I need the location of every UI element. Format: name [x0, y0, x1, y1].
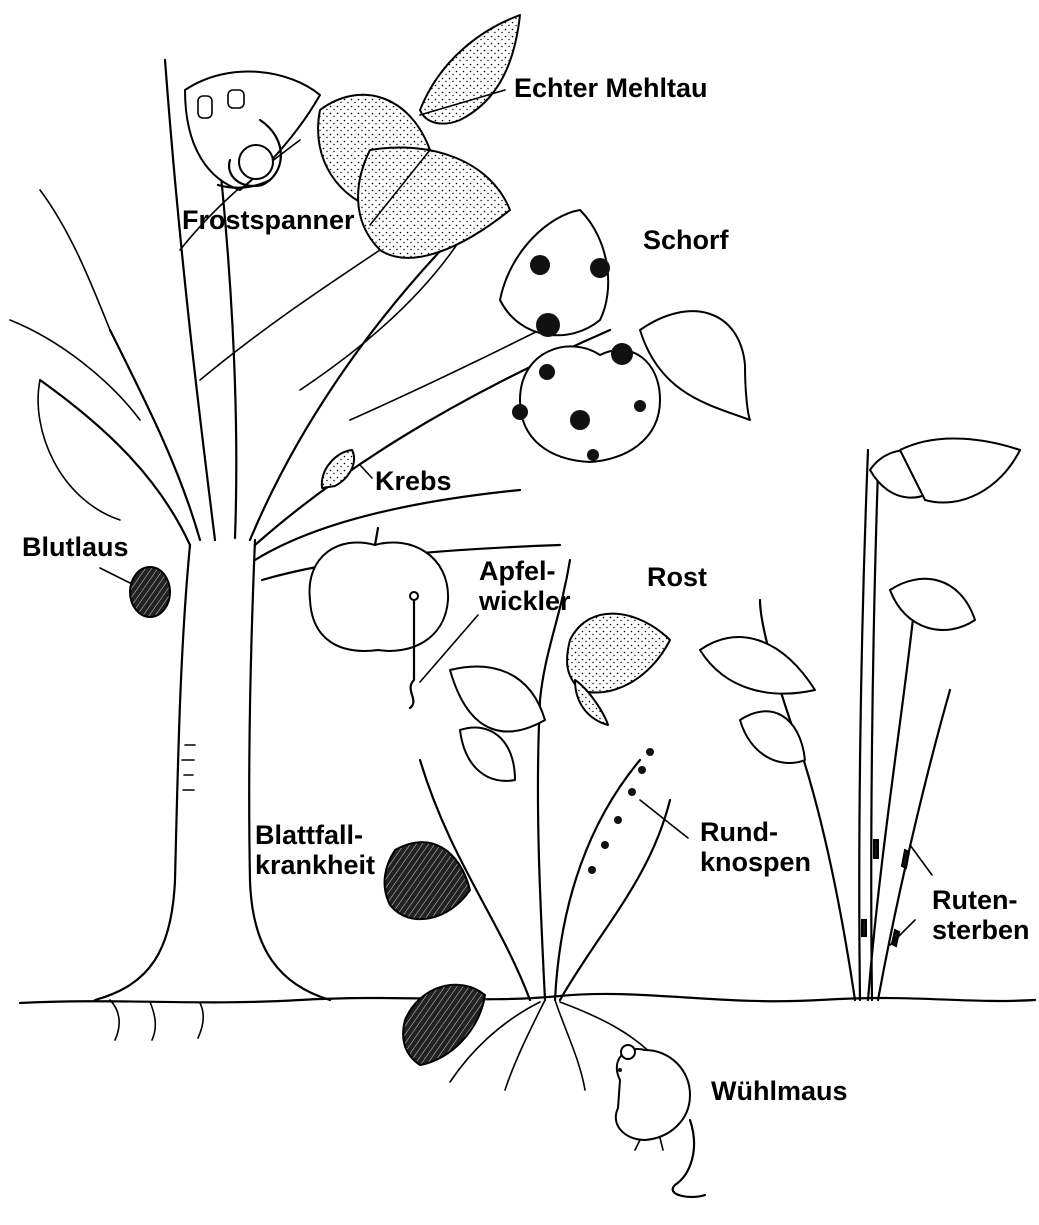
label-leaf-drop-line2: krankheit: [255, 850, 375, 880]
label-codling-moth-line2: wickler: [479, 586, 571, 616]
label-leaf-drop-disease: Blattfall- krankheit: [255, 820, 375, 880]
round-buds: [588, 748, 654, 874]
label-codling-moth-line1: Apfel-: [479, 556, 571, 586]
canker-lesion: [322, 450, 372, 488]
label-codling-moth: Apfel- wickler: [479, 556, 571, 616]
winter-moth-leaf: [185, 71, 320, 190]
label-round-buds: Rund- knospen: [700, 817, 811, 877]
label-vole: Wühlmaus: [711, 1076, 848, 1106]
label-round-buds-line2: knospen: [700, 847, 811, 877]
label-scab: Schorf: [643, 225, 729, 255]
apple-tree-trunk: [95, 540, 330, 1040]
label-woolly-aphid: Blutlaus: [22, 532, 129, 562]
label-cane-blight-line2: sterben: [932, 915, 1030, 945]
label-leaf-drop-line1: Blattfall-: [255, 820, 375, 850]
label-cane-blight: Ruten- sterben: [932, 885, 1030, 945]
label-cane-blight-line1: Ruten-: [932, 885, 1030, 915]
label-winter-moth: Frostspanner: [182, 205, 355, 235]
label-round-buds-line1: Rund-: [700, 817, 811, 847]
label-canker: Krebs: [375, 466, 452, 496]
woolly-aphid-colony: [100, 567, 170, 617]
bramble-plant: [385, 560, 688, 1090]
vole: [616, 1045, 705, 1197]
label-powdery-mildew: Echter Mehltau: [514, 73, 708, 103]
label-rust: Rost: [647, 562, 707, 592]
